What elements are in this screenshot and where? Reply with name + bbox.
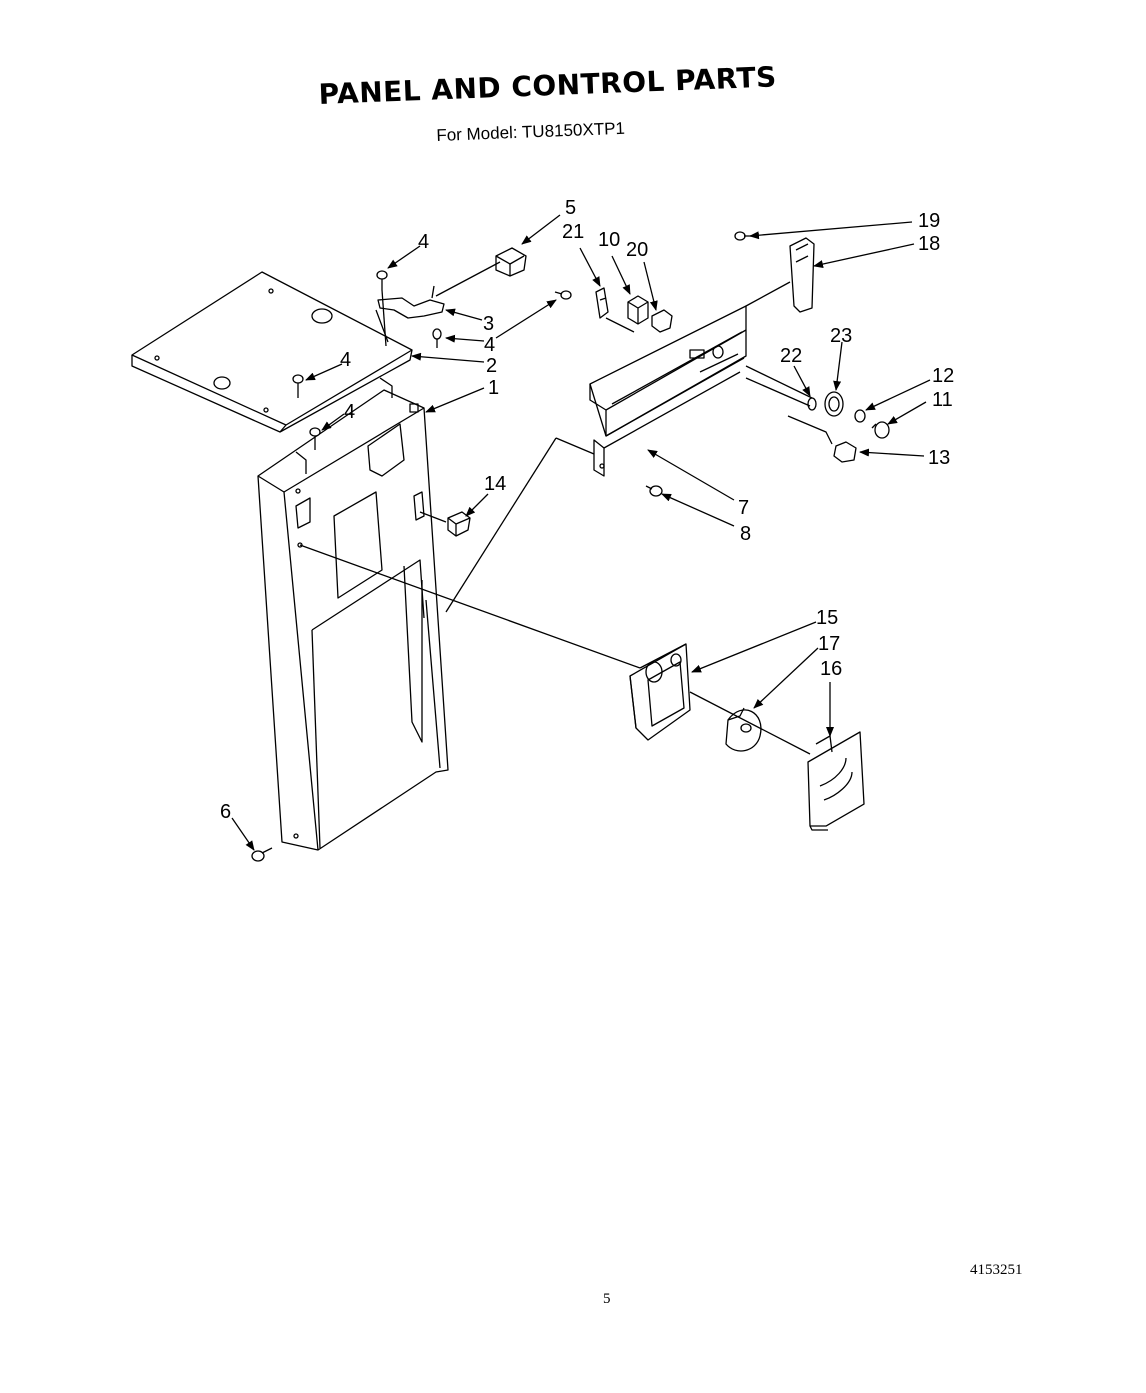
callout-13: 13 <box>928 447 950 469</box>
callout-20: 20 <box>626 239 648 261</box>
callout-4-top: 4 <box>418 231 429 253</box>
callout-10: 10 <box>598 229 620 251</box>
document-number: 4153251 <box>970 1262 1023 1278</box>
switch-part-10 <box>627 295 649 325</box>
door-part-16 <box>807 731 865 831</box>
callout-4-lower: 4 <box>344 401 355 423</box>
callout-4-left: 4 <box>340 349 351 371</box>
screw-parts <box>251 231 756 862</box>
callout-21: 21 <box>562 221 584 243</box>
callout-arrows <box>231 214 931 851</box>
washer-part-12 <box>854 409 866 423</box>
callout-23: 23 <box>830 325 852 347</box>
disc-part-17 <box>725 707 762 752</box>
screw-4c <box>292 374 304 398</box>
callout-17: 17 <box>818 633 840 655</box>
screw-4a <box>376 270 388 290</box>
callout-22: 22 <box>780 345 802 367</box>
callout-19: 19 <box>918 210 940 232</box>
callout-5: 5 <box>565 197 576 219</box>
callout-labels: 5 21 10 20 4 3 4 2 1 4 4 19 18 23 22 12 … <box>220 197 954 823</box>
callout-3: 3 <box>483 313 494 335</box>
callout-18: 18 <box>918 233 940 255</box>
spacer-part-22 <box>807 397 817 411</box>
callout-2: 2 <box>486 355 497 377</box>
callout-14: 14 <box>484 473 506 495</box>
housing-part-15 <box>629 643 691 741</box>
callout-6: 6 <box>220 801 231 823</box>
side-frame-part <box>257 377 449 851</box>
callout-12: 12 <box>932 365 954 387</box>
callout-7: 7 <box>738 497 749 519</box>
callout-15: 15 <box>816 607 838 629</box>
knob-assembly-parts <box>745 365 890 463</box>
callout-4-mid: 4 <box>484 334 495 356</box>
ring-part-23 <box>824 391 844 417</box>
page-number: 5 <box>603 1291 611 1307</box>
screw-4b <box>432 328 442 348</box>
callout-1: 1 <box>488 377 499 399</box>
callout-8: 8 <box>740 523 751 545</box>
assembly-lines <box>299 261 811 755</box>
top-panel-part <box>131 271 413 433</box>
screw-6 <box>251 847 273 862</box>
control-panel-part <box>589 305 747 477</box>
connector-part-21 <box>595 287 609 319</box>
screw-4d <box>309 427 321 450</box>
clip-part-14 <box>419 511 471 537</box>
terminal-part-20 <box>651 309 673 333</box>
bracket-part <box>377 285 445 319</box>
bracket-part-18 <box>789 237 815 313</box>
screw-8 <box>645 485 663 497</box>
callout-16: 16 <box>820 658 842 680</box>
clip-part <box>495 247 527 277</box>
knob-part-11 <box>871 421 890 439</box>
callout-11: 11 <box>932 389 953 411</box>
switch-part-13 <box>833 441 857 463</box>
screw-4e <box>554 290 572 300</box>
